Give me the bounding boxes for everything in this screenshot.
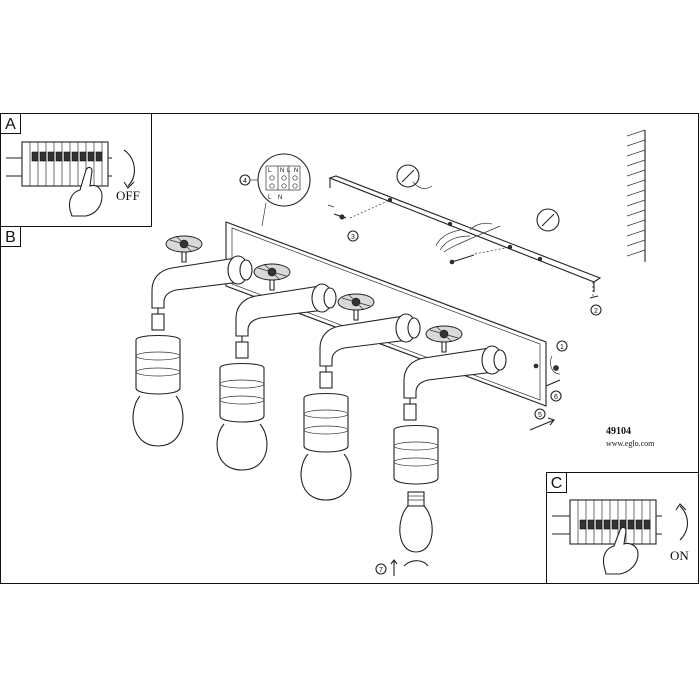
- faucet-lamp-arm-2: [216, 263, 337, 471]
- terminal-label-n: N: [294, 168, 298, 174]
- svg-text:4: 4: [243, 178, 247, 185]
- breaker-panel-a: [6, 141, 112, 187]
- svg-text:1: 1: [560, 344, 564, 351]
- lamp-socket: [393, 424, 439, 485]
- model-number: 49104: [606, 426, 631, 437]
- panel-c-letter: C: [551, 475, 563, 492]
- screw-icon: [449, 254, 475, 265]
- light-bulb-icon: [132, 395, 184, 447]
- svg-text:7: 7: [379, 567, 383, 574]
- panel-b-letter: B: [5, 229, 16, 246]
- screw-icon: [327, 204, 347, 220]
- light-bulb-icon: [399, 491, 433, 553]
- rotate-arrow-icon: [123, 149, 135, 187]
- panel-c-label-box: [546, 472, 567, 493]
- website-text: www.eglo.com: [606, 439, 655, 448]
- hand-icon: [68, 166, 103, 217]
- lamp-socket: [303, 392, 349, 453]
- terminal-label-n: N: [280, 168, 284, 174]
- wall-section-icon: [626, 129, 646, 262]
- svg-text:3: 3: [351, 234, 355, 241]
- svg-text:6: 6: [554, 394, 558, 401]
- faucet-lamp-arm-4: [393, 325, 507, 553]
- terminal-label-l: L: [287, 168, 291, 174]
- panel-c-action-text: ON: [670, 548, 689, 563]
- supply-wires: [435, 222, 501, 253]
- step-marker-2: 2: [589, 295, 602, 316]
- terminal-label-l: L: [268, 195, 272, 201]
- hand-icon: [602, 526, 639, 575]
- faucet-lamp-arm-3: [300, 293, 421, 501]
- alignment-lines: [349, 199, 594, 296]
- panel-a-label-box: [0, 113, 21, 134]
- light-bulb-icon: [300, 453, 352, 501]
- step-marker-6: 6: [545, 379, 562, 402]
- lamp-socket: [219, 362, 265, 423]
- light-bulb-icon: [216, 423, 268, 471]
- wall-plug-detail-2: [536, 208, 560, 232]
- terminal-label-l: L: [268, 168, 272, 174]
- panel-a: A OFF: [0, 113, 152, 227]
- step-marker-4: 4: [239, 174, 258, 186]
- panel-a-action-text: OFF: [116, 188, 140, 203]
- lamp-socket: [135, 334, 181, 395]
- step-marker-7: 7: [375, 559, 429, 576]
- faucet-lamp-arm-1: [132, 235, 253, 447]
- panel-c: C ON: [546, 472, 699, 584]
- mounting-bracket: [328, 175, 602, 292]
- step-marker-5: 5: [529, 408, 555, 431]
- rotate-arrow-icon: [679, 505, 689, 541]
- diagram-frame: [0, 113, 699, 584]
- terminal-label-n: N: [278, 195, 282, 201]
- breaker-panel-c: [552, 499, 662, 545]
- svg-text:5: 5: [538, 412, 542, 419]
- terminal-block-detail: L N L N L N: [257, 153, 311, 227]
- panel-a-letter: A: [5, 116, 16, 133]
- wall-plug-detail-1: [396, 164, 433, 189]
- panel-b-label-box: [0, 226, 21, 247]
- svg-text:2: 2: [594, 308, 598, 315]
- step-marker-1: 1: [550, 340, 568, 375]
- step-marker-3: 3: [347, 230, 359, 242]
